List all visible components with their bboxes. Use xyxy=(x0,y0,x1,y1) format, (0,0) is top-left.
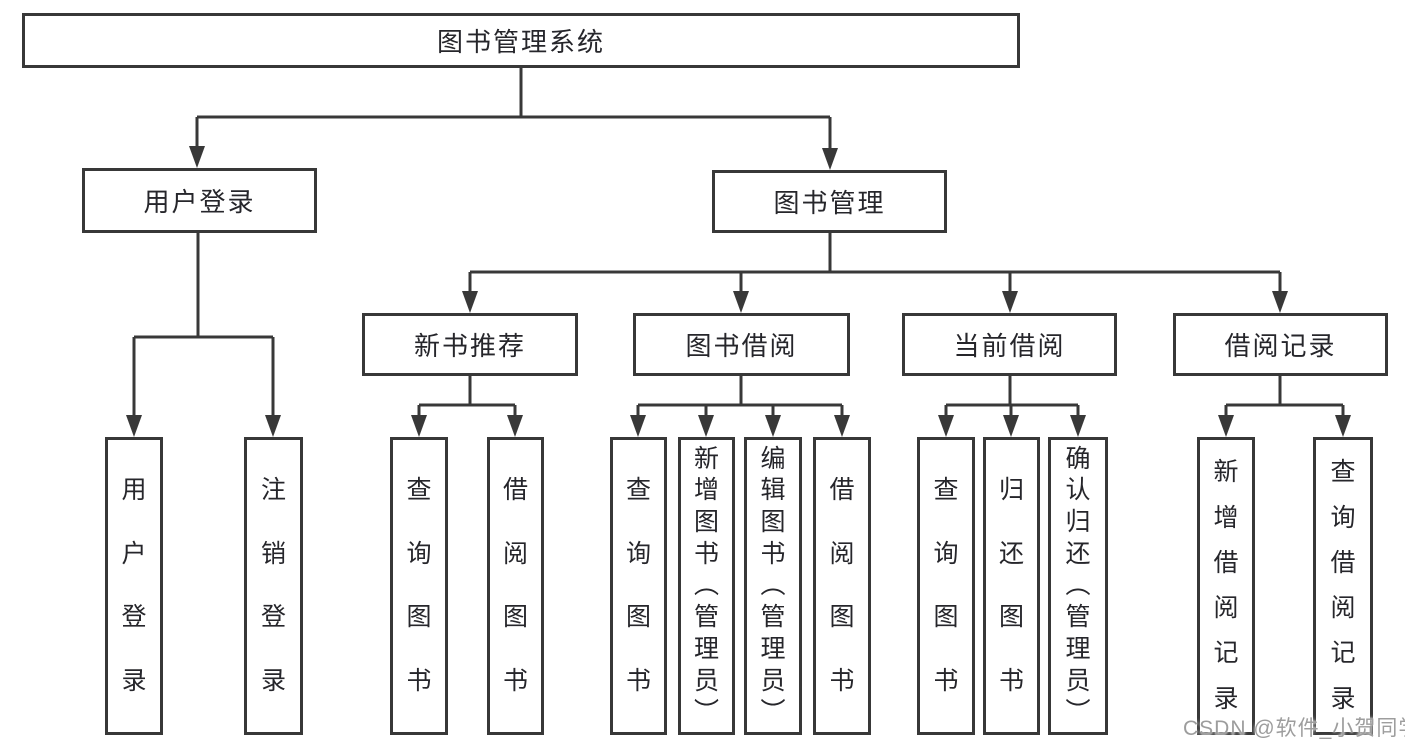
arrowhead-icon xyxy=(698,415,714,437)
node-leaf-label: 新增借阅记录 xyxy=(1213,458,1239,713)
node-leaf-label: 借阅图书 xyxy=(502,476,528,695)
csdn-watermark: CSDN @软件_小贺同学 xyxy=(1183,717,1405,740)
node-new-book-recommend: 新书推荐 xyxy=(362,313,578,376)
node-leaf-label: 用户登录 xyxy=(121,476,147,695)
node-leaf-query-borrow-record: 查询借阅记录 xyxy=(1313,437,1373,735)
arrowhead-icon xyxy=(630,415,646,437)
node-leaf-query-books-2: 查询图书 xyxy=(610,437,667,735)
node-leaf-label: 借阅图书 xyxy=(829,476,855,695)
node-leaf-label: 查询借阅记录 xyxy=(1330,458,1356,713)
node-user-login: 用户登录 xyxy=(82,168,317,233)
arrowhead-icon xyxy=(507,415,523,437)
node-leaf-label: 编辑图书︵管理员︶ xyxy=(760,444,786,727)
arrowhead-icon xyxy=(126,415,142,437)
node-leaf-confirm-return-admin: 确认归还︵管理员︶ xyxy=(1048,437,1108,735)
node-leaf-label: 新增图书︵管理员︶ xyxy=(693,444,719,727)
arrowhead-icon xyxy=(822,148,838,170)
node-root: 图书管理系统 xyxy=(22,13,1020,68)
node-borrow-records-label: 借阅记录 xyxy=(1224,331,1337,361)
node-leaf-borrow-books-1: 借阅图书 xyxy=(487,437,544,735)
arrowhead-icon xyxy=(1003,415,1019,437)
node-leaf-edit-books-admin: 编辑图书︵管理员︶ xyxy=(744,437,802,735)
arrowhead-icon xyxy=(1272,291,1288,313)
arrowhead-icon xyxy=(834,415,850,437)
node-leaf-logout: 注销登录 xyxy=(244,437,303,735)
node-leaf-add-borrow-record: 新增借阅记录 xyxy=(1197,437,1255,735)
node-leaf-user-login: 用户登录 xyxy=(105,437,163,735)
node-book-borrow-label: 图书借阅 xyxy=(685,331,798,361)
arrowhead-icon xyxy=(1335,415,1351,437)
node-new-book-recommend-label: 新书推荐 xyxy=(413,331,526,361)
node-leaf-borrow-books-2: 借阅图书 xyxy=(813,437,871,735)
arrowhead-icon xyxy=(411,415,427,437)
node-leaf-return-books: 归还图书 xyxy=(983,437,1040,735)
node-leaf-query-books-1: 查询图书 xyxy=(390,437,448,735)
node-borrow-records: 借阅记录 xyxy=(1173,313,1388,376)
node-leaf-query-books-3: 查询图书 xyxy=(917,437,975,735)
node-leaf-label: 确认归还︵管理员︶ xyxy=(1065,444,1091,727)
node-current-borrow: 当前借阅 xyxy=(902,313,1117,376)
node-leaf-label: 查询图书 xyxy=(933,476,959,695)
node-leaf-label: 归还图书 xyxy=(998,476,1024,695)
node-book-management: 图书管理 xyxy=(712,170,947,233)
node-leaf-label: 注销登录 xyxy=(260,476,286,695)
node-current-borrow-label: 当前借阅 xyxy=(953,331,1066,361)
arrowhead-icon xyxy=(1218,415,1234,437)
node-leaf-label: 查询图书 xyxy=(625,476,651,695)
arrowhead-icon xyxy=(765,415,781,437)
arrowheads xyxy=(126,146,1351,437)
node-leaf-add-books-admin: 新增图书︵管理员︶ xyxy=(678,437,735,735)
arrowhead-icon xyxy=(462,291,478,313)
arrowhead-icon xyxy=(733,291,749,313)
arrowhead-icon xyxy=(189,146,205,168)
arrowhead-icon xyxy=(1070,415,1086,437)
arrowhead-icon xyxy=(938,415,954,437)
node-book-borrow: 图书借阅 xyxy=(633,313,850,376)
node-leaf-label: 查询图书 xyxy=(406,476,432,695)
arrowhead-icon xyxy=(265,415,281,437)
node-book-management-label: 图书管理 xyxy=(773,188,886,218)
arrowhead-icon xyxy=(1002,291,1018,313)
node-root-label: 图书管理系统 xyxy=(436,27,605,57)
node-user-login-label: 用户登录 xyxy=(143,187,256,217)
